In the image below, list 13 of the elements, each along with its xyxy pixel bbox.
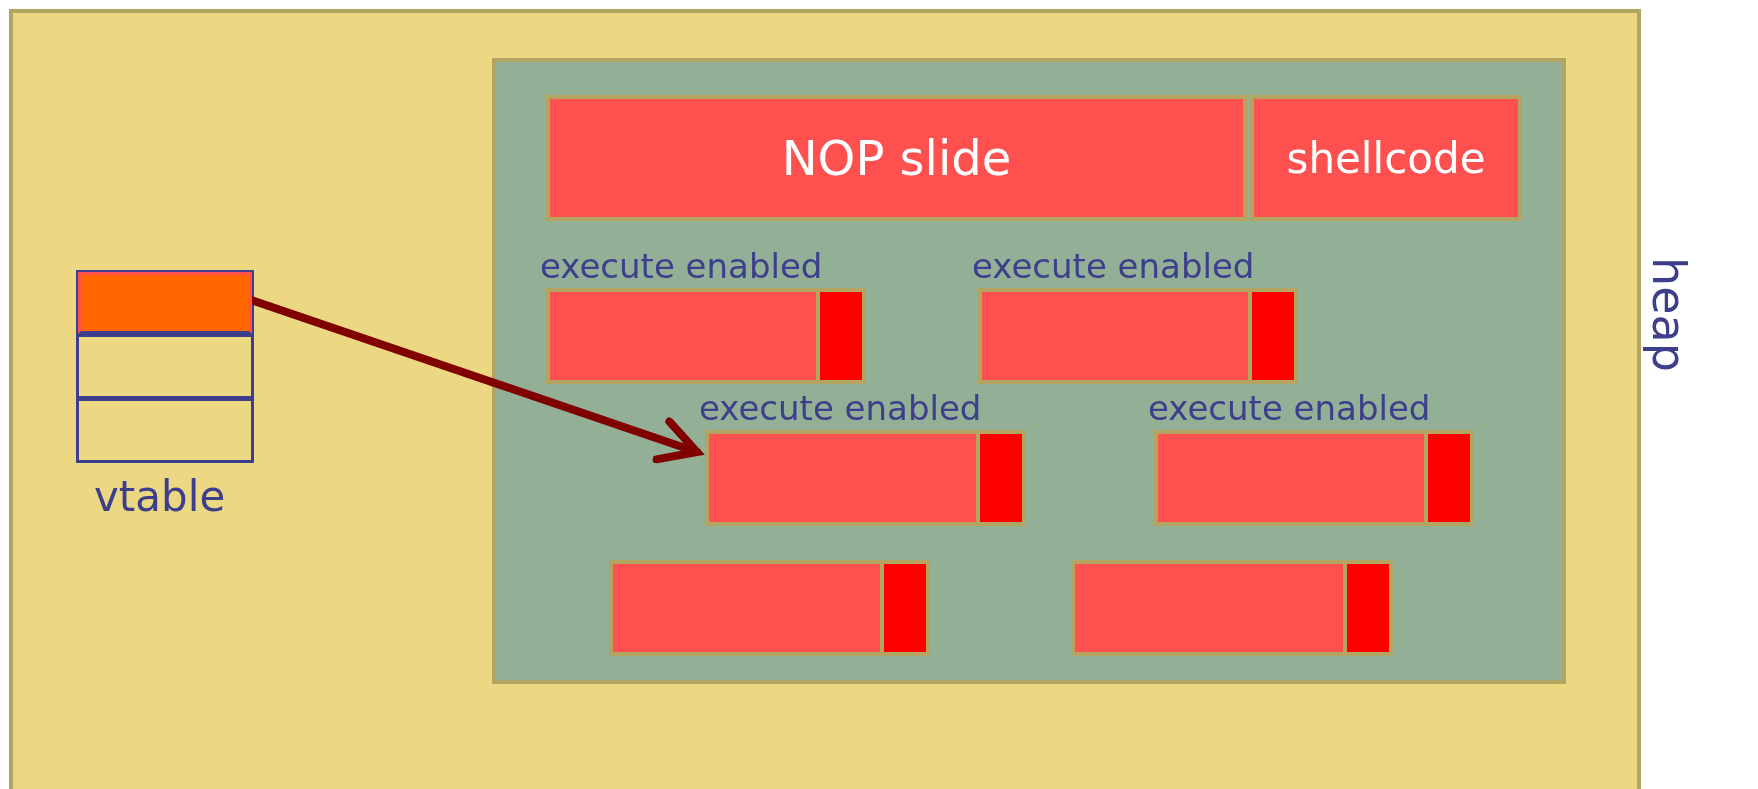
table-label: vtable [94,472,226,522]
area-label: heap [1642,257,1696,372]
segment-label: NOP slide [781,130,1012,186]
heap-area [9,9,1641,789]
block-label: execute enabled [540,245,823,288]
vtable-entry [78,272,252,334]
block-label: execute enabled [699,387,982,430]
memory-segment [546,95,1247,221]
segment-label: shellcode [1286,133,1486,183]
memory-segment [1250,95,1522,221]
block-label: execute enabled [972,245,1255,288]
sprayed-region [492,58,1566,684]
block-label: execute enabled [1148,387,1431,430]
